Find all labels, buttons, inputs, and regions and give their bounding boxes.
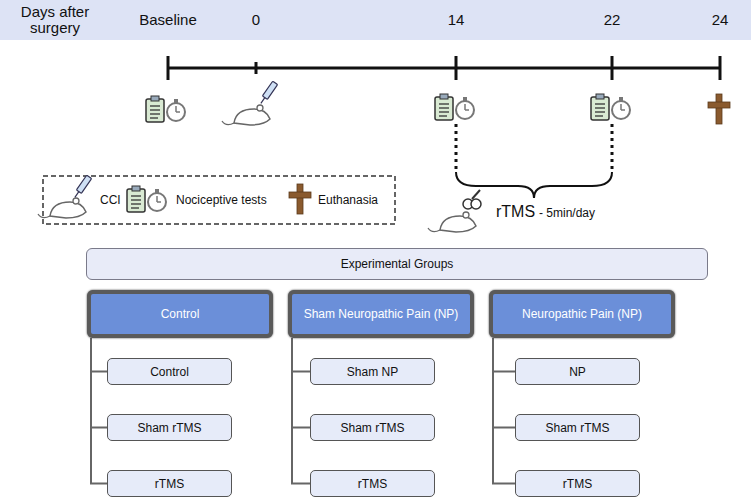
node-text: Sham rTMS	[137, 421, 201, 435]
header-band	[0, 0, 751, 40]
group-box: Sham Neuropathic Pain (NP)	[288, 290, 474, 338]
subgroup-box: rTMS	[107, 470, 232, 497]
legend-text: Nociceptive tests	[176, 193, 267, 207]
tree-connector	[91, 338, 107, 428]
timeline-icons	[146, 81, 730, 125]
legend-text: CCI	[100, 193, 121, 207]
day-label: 24	[712, 12, 729, 29]
rtms-icon	[428, 190, 481, 232]
subgroup-box: Control	[107, 358, 232, 385]
day-label: Baseline	[139, 12, 197, 29]
timeline	[168, 56, 720, 80]
subgroup-box: rTMS	[310, 470, 435, 497]
treatment-label: rTMS	[496, 203, 535, 221]
tree-connector	[292, 338, 310, 372]
node-text: Control	[161, 307, 200, 321]
node-text: Neuropathic Pain (NP)	[522, 307, 642, 321]
subgroup-box: Sham rTMS	[107, 414, 232, 441]
legend-icons	[38, 175, 311, 218]
tree-connector	[292, 338, 310, 484]
node-text: rTMS	[358, 477, 387, 491]
node-text: Sham rTMS	[545, 421, 609, 435]
group-box: Neuropathic Pain (NP)	[489, 290, 675, 338]
node-text: Sham rTMS	[340, 421, 404, 435]
treatment-label: - 5min/day	[539, 207, 595, 220]
day-label: 22	[604, 12, 621, 29]
axis-title: Days after surgery	[10, 4, 100, 37]
tree-connector	[493, 338, 515, 372]
subgroup-box: Sham NP	[310, 358, 435, 385]
legend-frame	[43, 176, 395, 224]
legend-text: Euthanasia	[318, 193, 378, 207]
tree-connector	[91, 338, 107, 484]
node-text: Sham Neuropathic Pain (NP)	[304, 307, 459, 321]
subgroup-box: Sham rTMS	[515, 414, 640, 441]
period-bracket	[456, 124, 612, 198]
subgroup-box: NP	[515, 358, 640, 385]
group-band: Experimental Groups	[86, 248, 708, 280]
node-text: Experimental Groups	[341, 257, 454, 271]
day-label: 0	[252, 12, 260, 29]
subgroup-box: rTMS	[515, 470, 640, 497]
day-label: 14	[448, 12, 465, 29]
group-box: Control	[87, 290, 273, 338]
node-text: Sham NP	[347, 365, 398, 379]
tree-connector	[91, 338, 107, 372]
tree-connector	[292, 338, 310, 428]
node-text: NP	[569, 365, 586, 379]
node-text: rTMS	[563, 477, 592, 491]
subgroup-box: Sham rTMS	[310, 414, 435, 441]
tree-connector	[493, 338, 515, 428]
node-text: Control	[150, 365, 189, 379]
node-text: rTMS	[155, 477, 184, 491]
tree-connector	[493, 338, 515, 484]
